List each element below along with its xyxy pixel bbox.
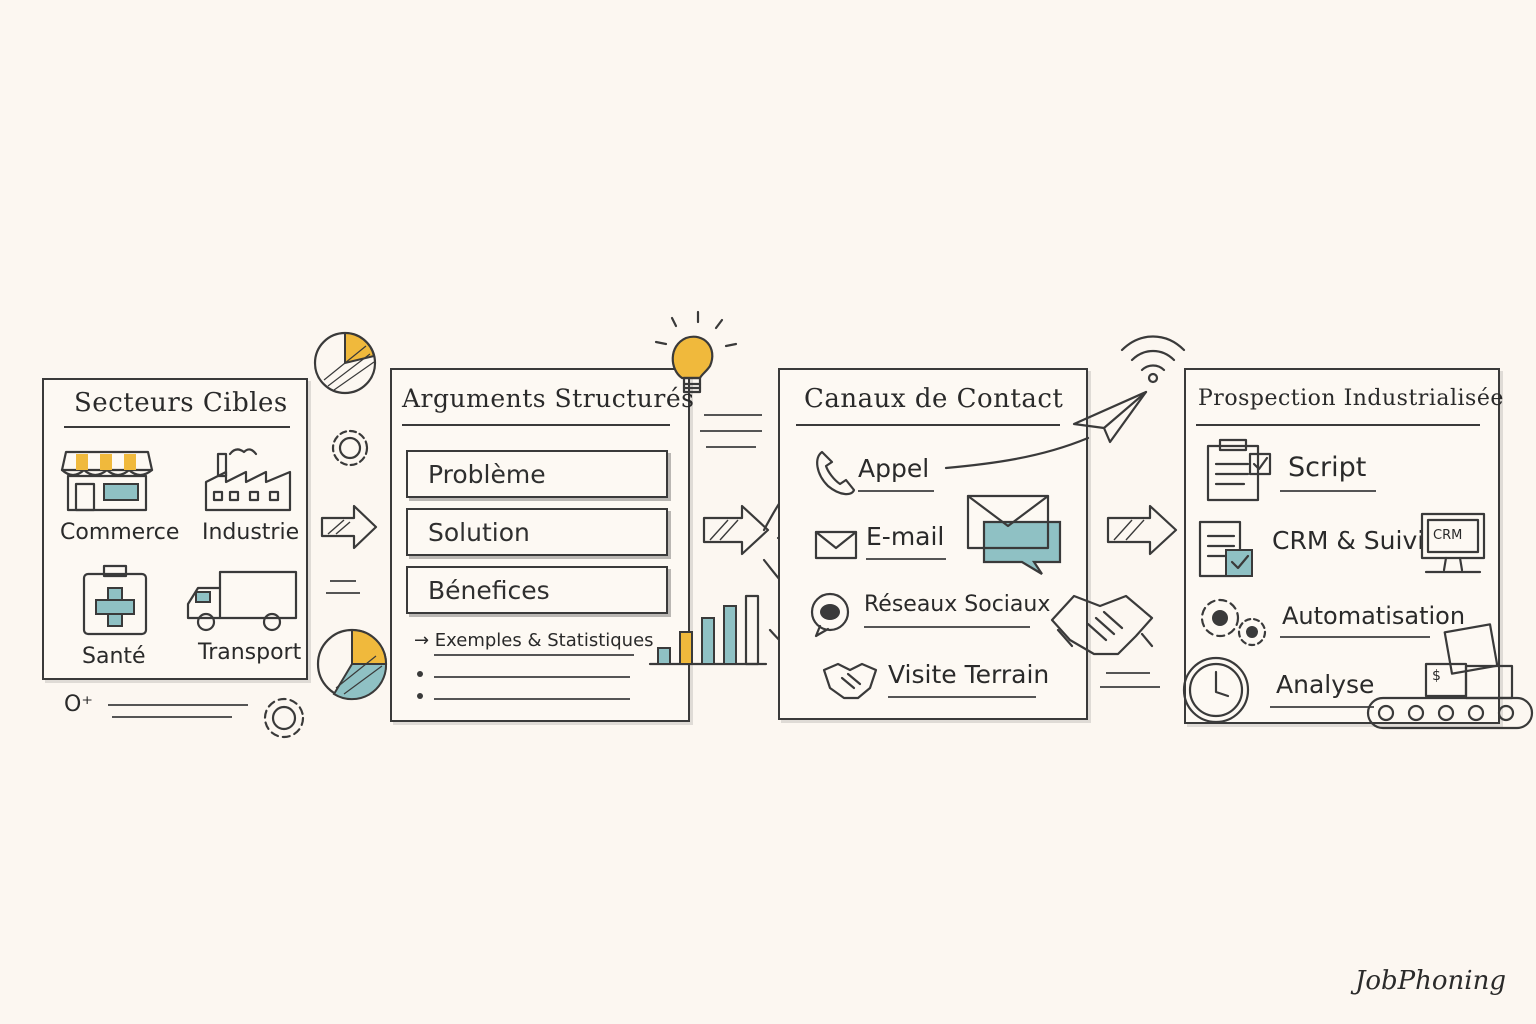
arrow-icon bbox=[320, 504, 378, 550]
divider bbox=[330, 580, 356, 582]
divider bbox=[434, 698, 630, 700]
lightbulb-icon bbox=[654, 310, 738, 394]
panel-title-canaux: Canaux de Contact bbox=[804, 384, 1064, 414]
channel-email: E-mail bbox=[866, 522, 945, 551]
divider bbox=[112, 716, 232, 718]
chat-bubble-icon bbox=[810, 592, 850, 638]
medical-kit-icon bbox=[82, 564, 148, 636]
divider bbox=[704, 414, 762, 416]
title-underline bbox=[402, 424, 670, 426]
divider bbox=[888, 696, 1036, 698]
crm-screen-label: CRM bbox=[1433, 528, 1463, 543]
brand-logo: JobPhoning bbox=[1354, 966, 1506, 996]
title-underline bbox=[1196, 424, 1480, 426]
argument-probleme: Problème bbox=[406, 450, 668, 498]
gear-icon bbox=[331, 429, 369, 467]
channel-appel: Appel bbox=[858, 454, 930, 483]
divider bbox=[864, 626, 1030, 628]
envelope-icon bbox=[814, 530, 858, 560]
argument-benefices-label: Bénefices bbox=[428, 576, 550, 605]
divider bbox=[1270, 706, 1374, 708]
argument-solution-label: Solution bbox=[428, 518, 530, 547]
channel-reseaux: Réseaux Sociaux bbox=[864, 592, 1051, 617]
clipboard-icon bbox=[1198, 520, 1253, 578]
clipboard-icon bbox=[1206, 438, 1272, 502]
argument-solution: Solution bbox=[406, 508, 668, 556]
pie-chart-icon bbox=[313, 331, 377, 395]
panel-secteurs-cibles bbox=[42, 378, 308, 680]
divider bbox=[108, 704, 248, 706]
divider bbox=[1100, 686, 1160, 688]
title-underline bbox=[796, 424, 1060, 426]
sector-commerce: Commerce bbox=[60, 520, 180, 545]
title-underline bbox=[64, 426, 290, 428]
sector-sante: Santé bbox=[82, 644, 146, 669]
sector-industrie: Industrie bbox=[202, 520, 300, 545]
arrow-icon bbox=[1106, 504, 1178, 556]
divider bbox=[700, 430, 762, 432]
divider bbox=[434, 676, 630, 678]
divider bbox=[1106, 672, 1150, 674]
divider bbox=[326, 592, 360, 594]
clock-icon bbox=[1182, 656, 1250, 724]
divider bbox=[858, 490, 934, 492]
prospection-script: Script bbox=[1288, 452, 1367, 483]
handshake-icon bbox=[822, 662, 878, 700]
arrow-icon bbox=[702, 504, 770, 556]
paper-plane-link bbox=[944, 436, 1090, 470]
channel-visite: Visite Terrain bbox=[888, 660, 1050, 689]
argument-benefices: Bénefices bbox=[406, 566, 668, 614]
prospection-analyse: Analyse bbox=[1276, 670, 1375, 699]
argument-probleme-label: Problème bbox=[428, 460, 546, 489]
monitor-icon bbox=[1420, 512, 1486, 574]
chat-bubble-icon bbox=[966, 494, 1062, 575]
gear-icon bbox=[263, 697, 305, 739]
bar-chart-icon bbox=[648, 594, 768, 666]
gear-icon bbox=[1200, 598, 1267, 647]
footer-mark: O⁺ bbox=[64, 692, 93, 717]
divider bbox=[866, 558, 946, 560]
examples-note: → Exemples & Statistiques bbox=[414, 630, 654, 651]
factory-icon bbox=[204, 448, 292, 512]
panel-title-secteurs: Secteurs Cibles bbox=[74, 388, 288, 418]
divider bbox=[434, 654, 634, 656]
sector-transport: Transport bbox=[198, 640, 302, 665]
conveyor-icon bbox=[1366, 623, 1534, 730]
paper-plane-icon bbox=[1072, 390, 1148, 444]
box-label: $ bbox=[1432, 668, 1441, 684]
divider bbox=[1280, 490, 1376, 492]
prospection-automatisation: Automatisation bbox=[1282, 602, 1466, 630]
panel-title-arguments: Arguments Structurés bbox=[402, 384, 695, 413]
truck-icon bbox=[186, 570, 298, 632]
phone-icon bbox=[816, 450, 856, 496]
wifi-icon bbox=[1120, 335, 1186, 384]
divider bbox=[1280, 636, 1430, 638]
handshake-icon bbox=[1050, 594, 1154, 656]
shop-icon bbox=[60, 450, 154, 512]
bullet-dots bbox=[417, 671, 423, 699]
panel-title-prospection: Prospection Industrialisée bbox=[1198, 386, 1504, 411]
prospection-crm: CRM & Suivi bbox=[1272, 526, 1425, 555]
divider bbox=[706, 446, 756, 448]
pie-chart-icon bbox=[316, 628, 388, 701]
